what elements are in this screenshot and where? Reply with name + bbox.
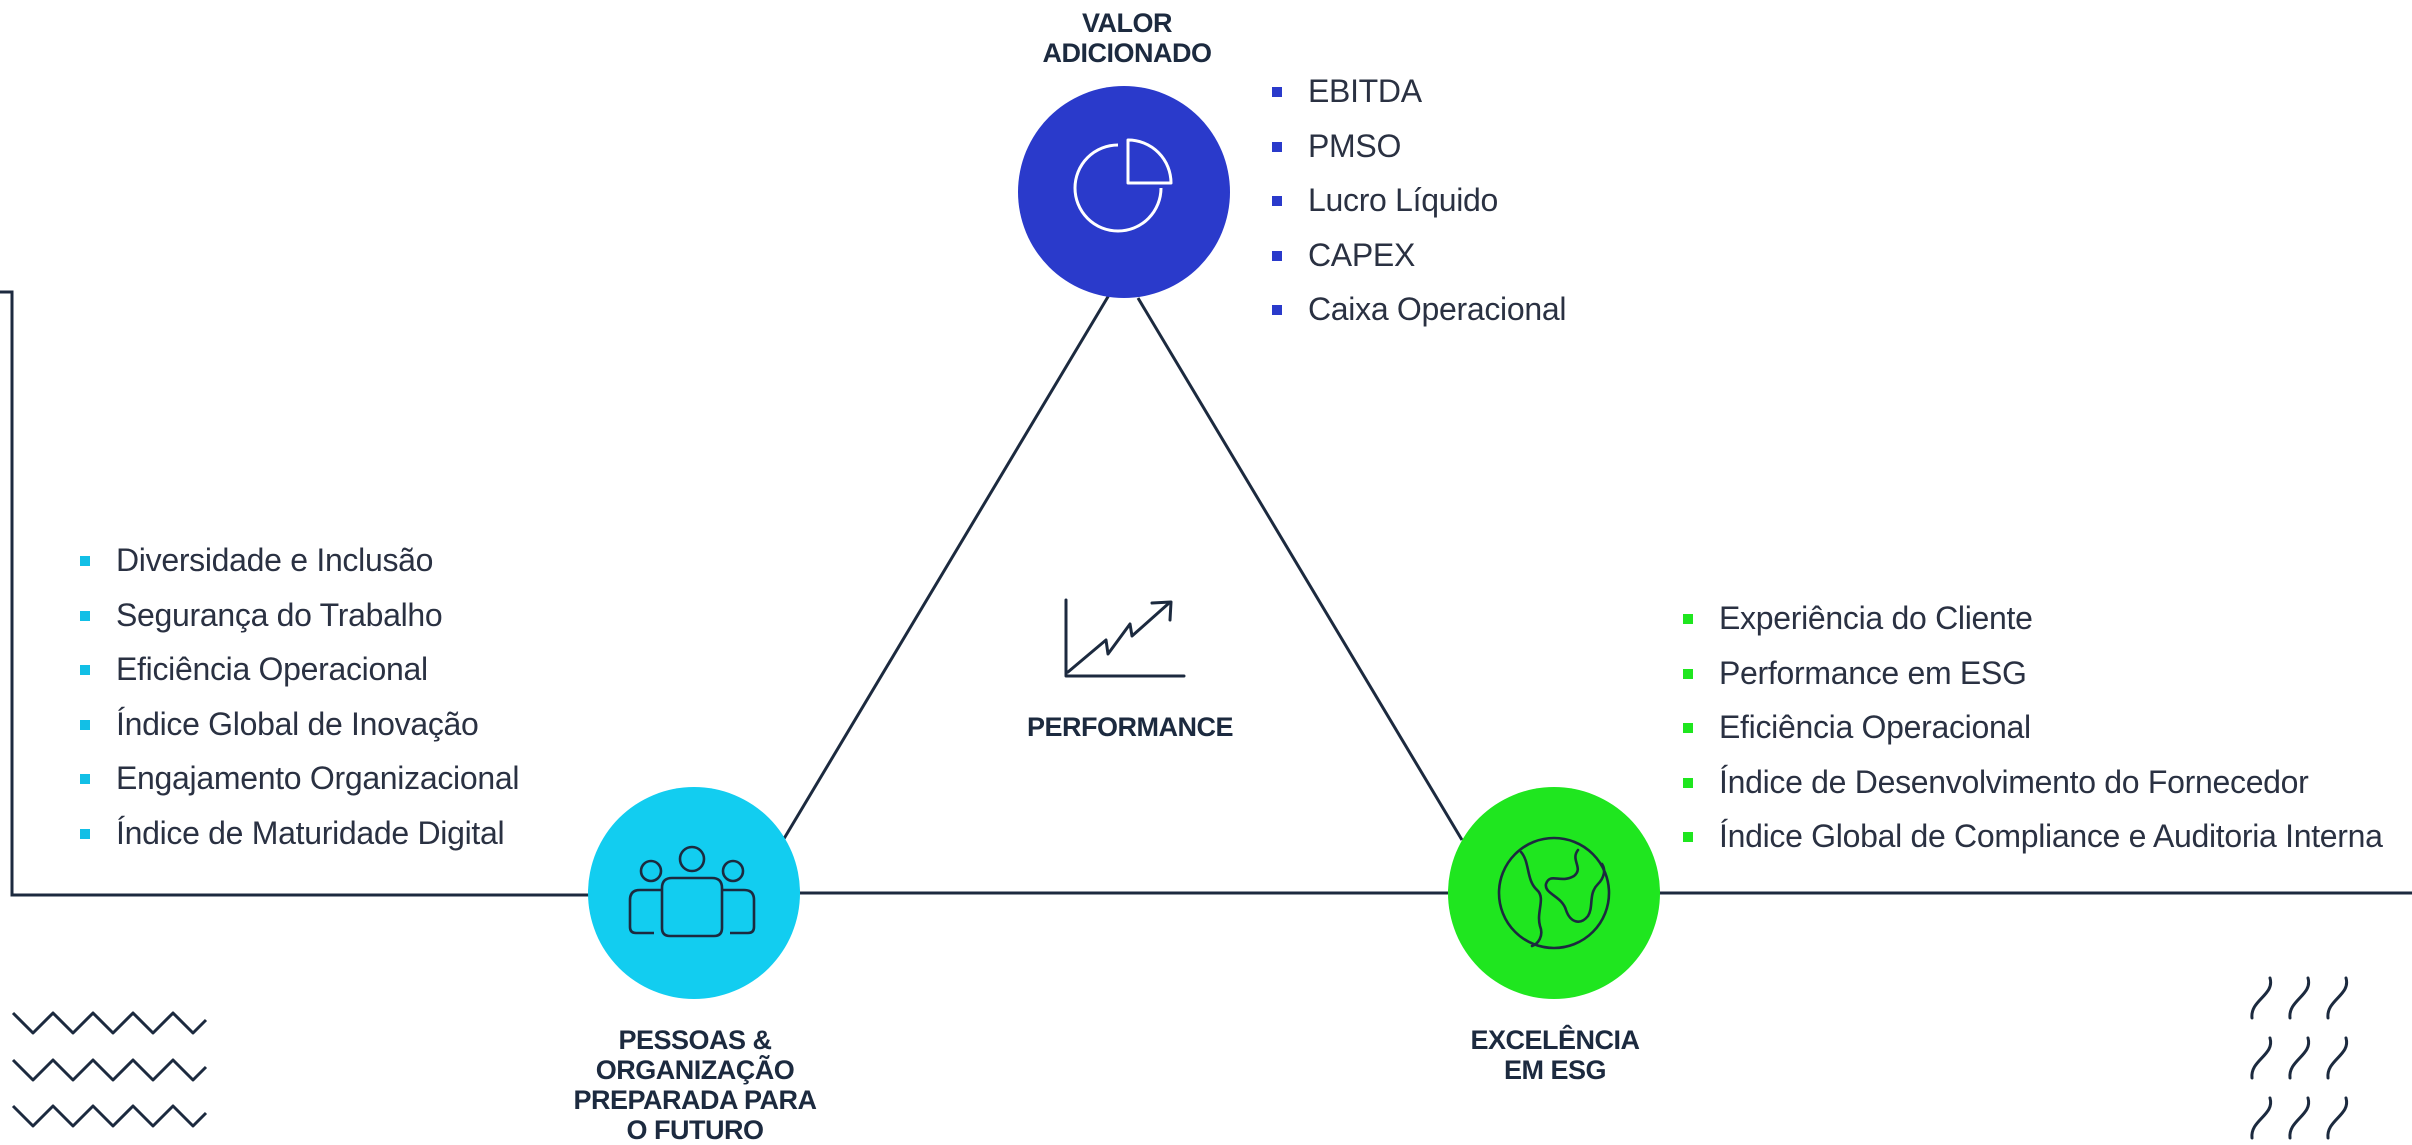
list-item: Índice de Desenvolvimento do Fornecedor <box>1683 755 2383 810</box>
bullet-square-icon <box>80 828 90 839</box>
bullet-square-icon <box>1272 141 1282 152</box>
bullet-square-icon <box>1272 305 1282 315</box>
bullet-square-icon <box>1683 723 1693 733</box>
bullet-square-icon <box>1683 614 1693 624</box>
list-item-label: Índice Global de Compliance e Auditoria … <box>1719 818 2383 854</box>
performance-title: PERFORMANCE <box>1026 712 1234 742</box>
list-item: Lucro Líquido <box>1272 173 1566 228</box>
pie-chart-icon <box>1073 138 1173 233</box>
esg-node-circle <box>1448 787 1660 999</box>
globe-icon <box>1497 836 1611 950</box>
people-group-icon <box>628 845 756 938</box>
list-item-label: CAPEX <box>1308 236 1415 273</box>
list-item: Índice Global de Compliance e Auditoria … <box>1683 809 2383 864</box>
bullet-square-icon <box>1683 668 1693 679</box>
left-frame-line <box>0 290 590 897</box>
list-item-label: Índice de Maturidade Digital <box>116 814 505 851</box>
list-item: Performance em ESG <box>1683 646 2383 701</box>
zigzag-pattern-icon <box>11 1011 208 1128</box>
list-item: Segurança do Trabalho <box>80 588 519 643</box>
list-item: Índice Global de Inovação <box>80 697 519 752</box>
bullet-square-icon <box>1683 777 1693 788</box>
list-item: Caixa Operacional <box>1272 282 1566 337</box>
list-item: Diversidade e Inclusão <box>80 533 519 588</box>
wave-pattern-icon <box>2250 976 2349 1140</box>
list-item: Eficiência Operacional <box>1683 700 2383 755</box>
valor-node-circle <box>1018 86 1230 298</box>
valor-adicionado-title: VALOR ADICIONADO <box>1042 8 1213 68</box>
bullet-square-icon <box>80 610 90 621</box>
bullet-square-icon <box>1272 196 1282 206</box>
list-item: Experiência do Cliente <box>1683 591 2383 646</box>
list-item-label: Eficiência Operacional <box>1719 709 2031 745</box>
list-item: CAPEX <box>1272 228 1566 283</box>
pessoas-metrics-list: Diversidade e Inclusão Segurança do Trab… <box>80 533 519 860</box>
list-item-label: Índice Global de Inovação <box>116 705 479 742</box>
list-item: Engajamento Organizacional <box>80 751 519 806</box>
pessoas-organizacao-title: PESSOAS & ORGANIZAÇÃO PREPARADA PARA O F… <box>573 1025 817 1145</box>
list-item-label: Segurança do Trabalho <box>116 596 443 633</box>
list-item: Eficiência Operacional <box>80 642 519 697</box>
list-item-label: Caixa Operacional <box>1308 291 1567 327</box>
list-item: Índice de Maturidade Digital <box>80 806 519 861</box>
valor-metrics-list: EBITDA PMSO Lucro Líquido CAPEX Caixa Op… <box>1272 64 1566 337</box>
bullet-square-icon <box>80 665 90 675</box>
list-item-label: Índice de Desenvolvimento do Fornecedor <box>1719 763 2309 800</box>
triangle-right-edge <box>1136 297 1464 841</box>
list-item-label: Experiência do Cliente <box>1719 600 2033 636</box>
list-item-label: Eficiência Operacional <box>116 651 428 687</box>
list-item-label: Engajamento Organizacional <box>116 760 520 796</box>
pessoas-node-circle <box>588 787 800 999</box>
list-item-label: EBITDA <box>1308 73 1422 109</box>
list-item-label: Diversidade e Inclusão <box>116 542 434 578</box>
list-item-label: Performance em ESG <box>1719 654 2027 691</box>
list-item-label: PMSO <box>1308 127 1402 164</box>
bullet-square-icon <box>80 774 90 784</box>
triangle-left-edge <box>780 289 1114 843</box>
list-item: EBITDA <box>1272 64 1566 119</box>
trend-chart-icon <box>1064 598 1186 678</box>
bullet-square-icon <box>80 719 90 730</box>
bullet-square-icon <box>80 556 90 566</box>
list-item: PMSO <box>1272 119 1566 174</box>
list-item-label: Lucro Líquido <box>1308 182 1499 218</box>
bullet-square-icon <box>1272 87 1282 97</box>
bullet-square-icon <box>1272 250 1282 261</box>
bullet-square-icon <box>1683 832 1693 842</box>
excelencia-esg-title: EXCELÊNCIA EM ESG <box>1470 1025 1640 1085</box>
esg-metrics-list: Experiência do Cliente Performance em ES… <box>1683 591 2383 864</box>
